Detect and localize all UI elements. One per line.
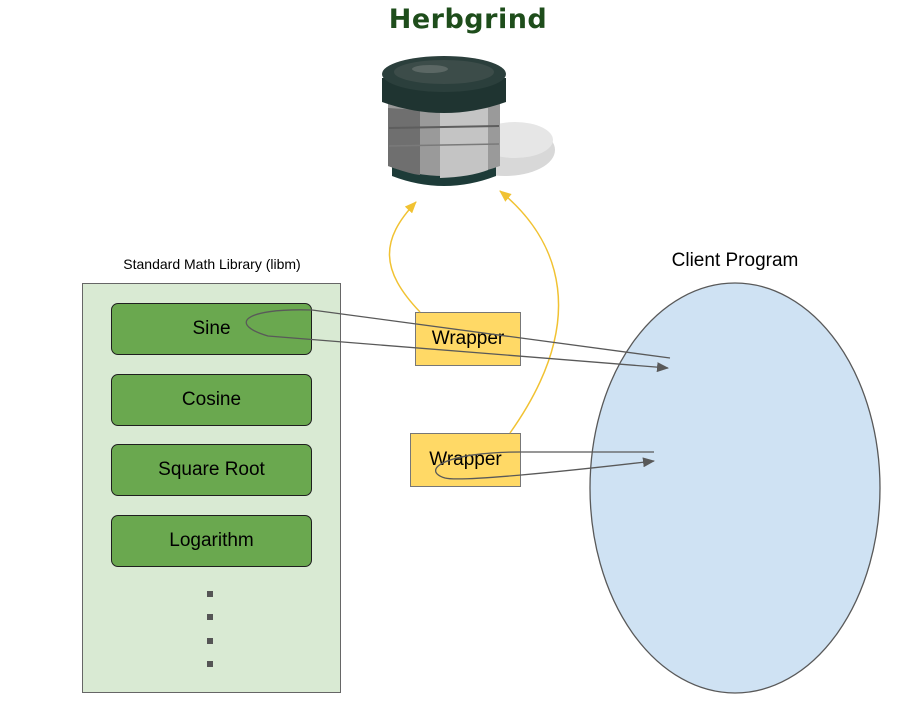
function-box-sine: Sine	[111, 303, 312, 355]
herbgrind-arrow-left	[388, 201, 421, 313]
ellipsis-dot	[207, 661, 213, 667]
function-box-cosine: Cosine	[111, 374, 312, 426]
ellipsis-dot	[207, 638, 213, 644]
wrapper-box-second: Wrapper	[410, 433, 521, 487]
library-label: Standard Math Library (libm)	[123, 256, 301, 272]
call-arrow-sine	[245, 309, 671, 373]
ellipsis-dot	[207, 591, 213, 597]
function-box-square-root: Square Root	[111, 444, 312, 496]
function-box-logarithm: Logarithm	[111, 515, 312, 567]
client-program-label: Client Program	[671, 250, 799, 271]
ellipsis-dot	[207, 614, 213, 620]
diagram-title: Herbgrind	[388, 4, 548, 35]
call-arrow-second	[434, 451, 655, 480]
wrapper-box-sine: Wrapper	[415, 312, 521, 366]
herbgrind-arrow-right	[499, 190, 560, 434]
